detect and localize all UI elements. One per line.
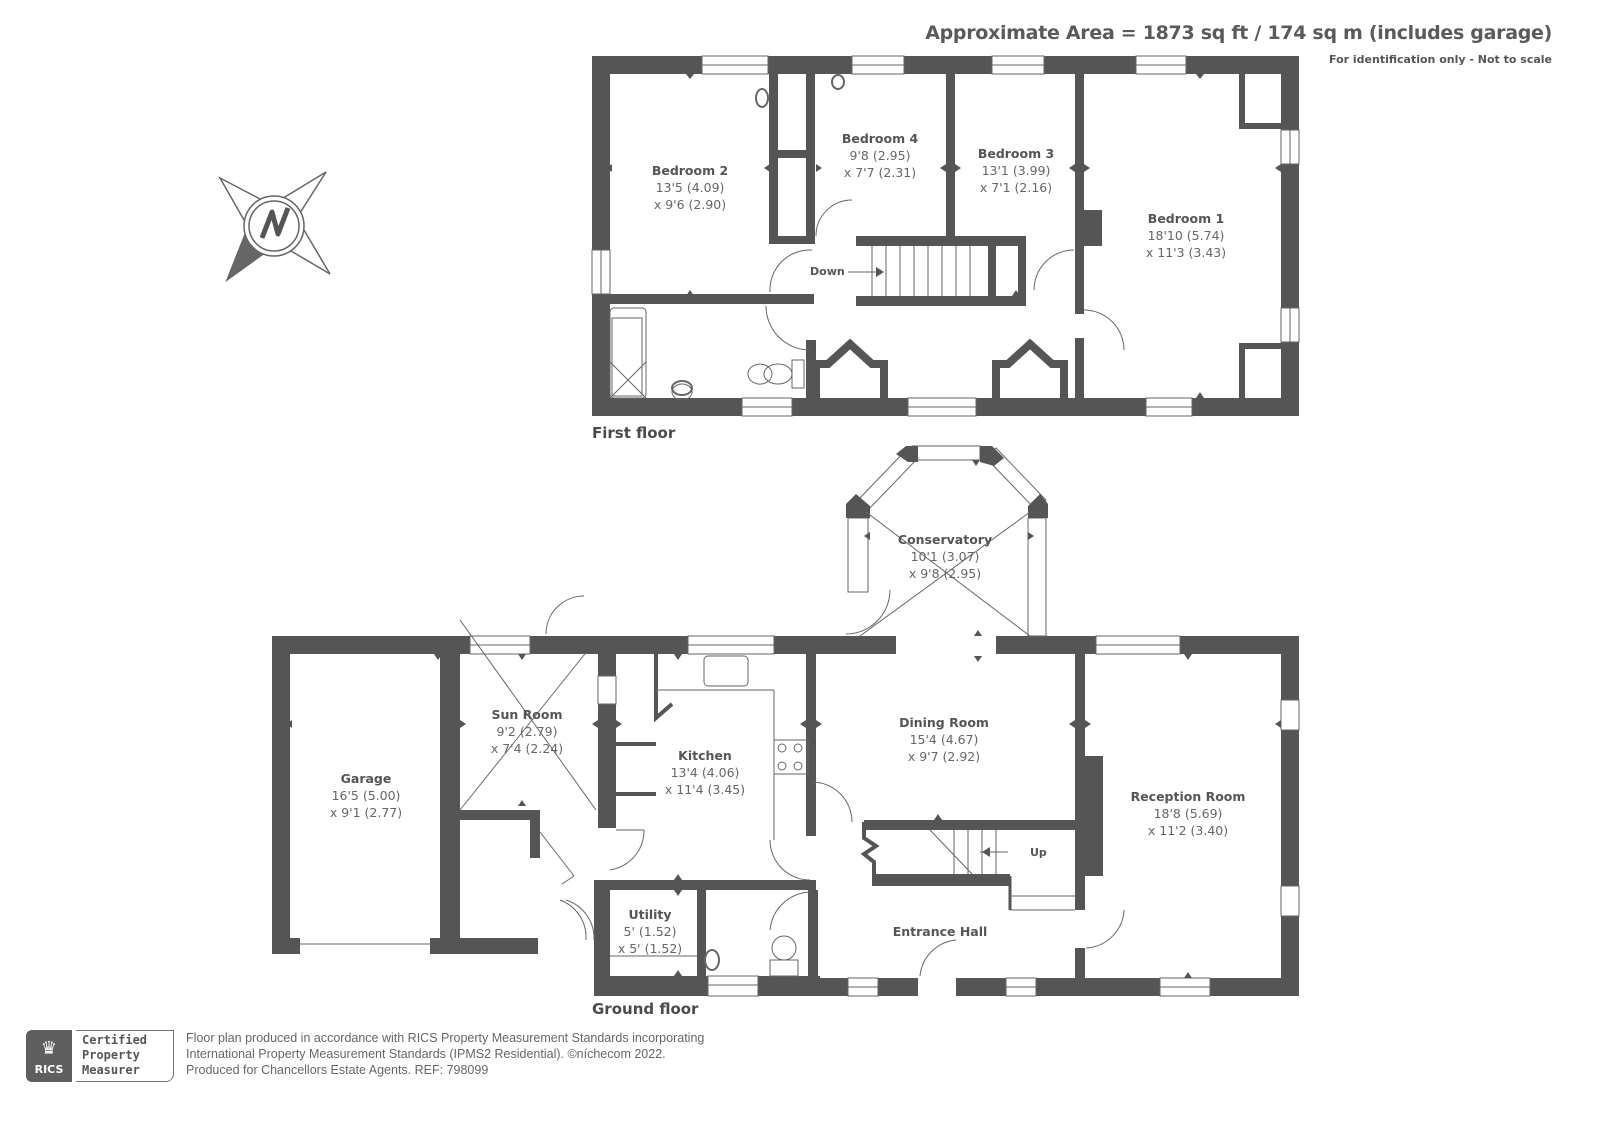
room-dimension: 13'1 (3.99) — [981, 163, 1051, 178]
room-dimension: x 11'3 (3.43) — [1145, 245, 1227, 260]
room-dimension: x 7'1 (2.16) — [979, 180, 1053, 195]
room-name: Utility — [628, 907, 672, 922]
room-label-bedroom-4: Bedroom 4 9'8 (2.95) x 7'7 (2.31) — [842, 130, 918, 181]
room-label-sun-room: Sun Room 9'2 (2.79) x 7'4 (2.24) — [491, 706, 563, 757]
room-name: Bedroom 3 — [977, 146, 1055, 161]
room-dimension: x 7'4 (2.24) — [490, 741, 564, 756]
room-name: Bedroom 2 — [651, 163, 729, 178]
room-label-kitchen: Kitchen 13'4 (4.06) x 11'4 (3.45) — [665, 747, 745, 798]
room-label-utility: Utility 5' (1.52) x 5' (1.52) — [618, 906, 682, 957]
room-name: Entrance Hall — [892, 924, 988, 939]
room-name: Dining Room — [899, 715, 989, 730]
room-label-bedroom-3: Bedroom 3 13'1 (3.99) x 7'1 (2.16) — [978, 145, 1054, 196]
room-name: Bedroom 4 — [841, 131, 919, 146]
cert-line: Property — [82, 1048, 140, 1062]
room-name: Kitchen — [678, 748, 732, 763]
footer-line: Produced for Chancellors Estate Agents. … — [186, 1063, 489, 1077]
ground-floor-plan — [272, 445, 1300, 997]
ground-floor-label: Ground floor — [592, 1000, 699, 1018]
disclaimer-note: For identification only - Not to scale — [1329, 53, 1552, 66]
first-floor-label: First floor — [592, 424, 676, 442]
cert-line: Certified — [82, 1033, 148, 1047]
room-dimension: x 11'2 (3.40) — [1147, 823, 1229, 838]
footer: ♛ RICS Certified Property Measurer Floor… — [26, 1030, 704, 1082]
room-dimension: x 9'7 (2.92) — [907, 749, 981, 764]
first-floor-plan — [591, 55, 1300, 417]
room-label-entrance-hall: Entrance Hall — [893, 923, 988, 940]
room-label-conservatory: Conservatory 10'1 (3.07) x 9'8 (2.95) — [898, 531, 992, 582]
room-label-dining-room: Dining Room 15'4 (4.67) x 9'7 (2.92) — [899, 714, 989, 765]
room-dimension: x 5' (1.52) — [617, 941, 683, 956]
room-dimension: 10'1 (3.07) — [910, 549, 980, 564]
footer-line: International Property Measurement Stand… — [186, 1047, 666, 1061]
stairs-up-label: Up — [1030, 846, 1047, 859]
room-label-reception-room: Reception Room 18'8 (5.69) x 11'2 (3.40) — [1131, 788, 1246, 839]
room-dimension: x 9'6 (2.90) — [653, 197, 727, 212]
certified-measurer-badge: Certified Property Measurer — [76, 1030, 175, 1082]
room-dimension: 18'8 (5.69) — [1153, 806, 1223, 821]
room-dimension: x 9'1 (2.77) — [329, 805, 403, 820]
lion-icon: ♛ — [40, 1038, 58, 1059]
room-label-bedroom-2: Bedroom 2 13'5 (4.09) x 9'6 (2.90) — [652, 162, 728, 213]
room-label-garage: Garage 16'5 (5.00) x 9'1 (2.77) — [330, 770, 402, 821]
room-name: Bedroom 1 — [1147, 211, 1225, 226]
room-dimension: 9'2 (2.79) — [496, 724, 558, 739]
room-dimension: 13'4 (4.06) — [670, 765, 740, 780]
room-dimension: x 11'4 (3.45) — [664, 782, 746, 797]
room-name: Sun Room — [491, 707, 563, 722]
room-dimension: 5' (1.52) — [623, 924, 677, 939]
footer-line: Floor plan produced in accordance with R… — [186, 1031, 705, 1045]
room-name: Garage — [340, 771, 392, 786]
room-dimension: 16'5 (5.00) — [331, 788, 401, 803]
stairs-down-label: Down — [810, 265, 845, 278]
room-dimension: 9'8 (2.95) — [849, 148, 911, 163]
north-compass-icon — [218, 171, 331, 283]
room-dimension: x 9'8 (2.95) — [908, 566, 982, 581]
room-name: Reception Room — [1130, 789, 1246, 804]
rics-logo-text: RICS — [34, 1063, 64, 1076]
approximate-area-title: Approximate Area = 1873 sq ft / 174 sq m… — [925, 22, 1552, 44]
room-name: Conservatory — [897, 532, 993, 547]
cert-line: Measurer — [82, 1063, 140, 1077]
room-dimension: x 7'7 (2.31) — [843, 165, 917, 180]
room-dimension: 15'4 (4.67) — [909, 732, 979, 747]
room-dimension: 18'10 (5.74) — [1147, 228, 1225, 243]
rics-logo: ♛ RICS — [26, 1030, 72, 1082]
room-dimension: 13'5 (4.09) — [655, 180, 725, 195]
footer-credits: Floor plan produced in accordance with R… — [186, 1030, 704, 1082]
room-label-bedroom-1: Bedroom 1 18'10 (5.74) x 11'3 (3.43) — [1146, 210, 1226, 261]
